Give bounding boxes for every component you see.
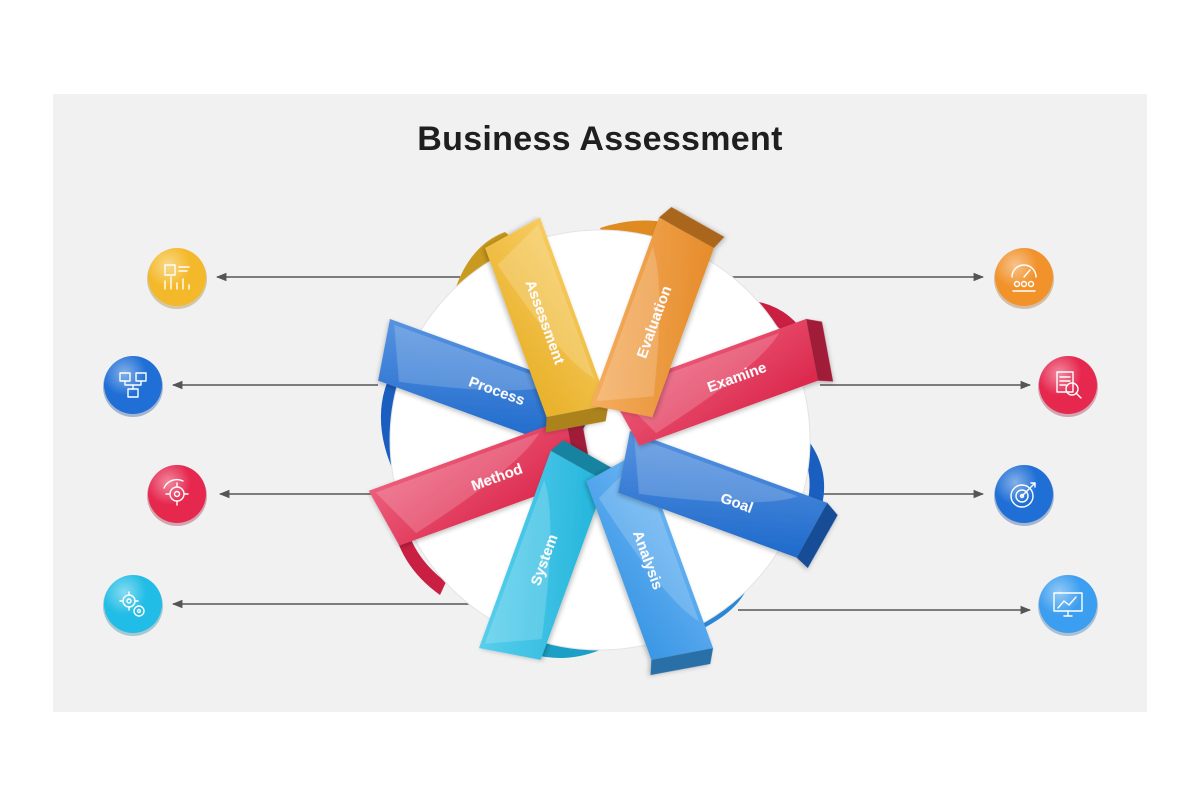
- segment-goal: Goal: [618, 430, 838, 569]
- analysis-icon-bubble: [1038, 575, 1098, 636]
- connector-arrows: [171, 272, 1032, 615]
- system-icon-bubble: [103, 575, 163, 636]
- segment-analysis-fold: [650, 648, 714, 676]
- magnifier-report-icon: [1056, 371, 1082, 399]
- segment-examine-gloss: [615, 332, 780, 434]
- segment-system-fold: [550, 440, 617, 482]
- segment-system-gloss: [484, 480, 551, 644]
- segment-system: System: [478, 440, 617, 660]
- page-title: Business Assessment: [417, 120, 783, 158]
- segment-assessment: Assessment: [485, 217, 609, 433]
- assessment-icon-bubble: [147, 248, 207, 309]
- workflow-icon: [119, 372, 147, 398]
- examine-icon-bubble: [1038, 356, 1098, 417]
- icon-bubbles: [103, 248, 1098, 636]
- segment-analysis: Analysis: [586, 450, 714, 676]
- segment-method-gloss: [375, 432, 540, 534]
- segment-examine: Examine: [608, 318, 834, 446]
- evaluation-icon-bubble: [994, 248, 1054, 309]
- segment-evaluation-fold: [659, 207, 725, 249]
- segment-goal-fold: [796, 502, 838, 569]
- gears-icon: [119, 591, 145, 617]
- segment-assessment-gloss: [497, 224, 595, 379]
- segment-evaluation: Evaluation: [590, 207, 725, 418]
- segment-evaluation-gloss: [596, 246, 660, 402]
- goal-icon-bubble: [994, 465, 1054, 526]
- chart-dashboard-icon: [164, 264, 190, 290]
- segment-process-gloss: [394, 324, 558, 391]
- target-icon: [1010, 482, 1036, 508]
- method-icon-bubble: [147, 465, 207, 526]
- segment-assessment-fold: [545, 405, 609, 433]
- wheel-center-disc: [389, 229, 811, 651]
- segment-analysis-gloss: [598, 457, 700, 622]
- segment-examine-fold: [806, 318, 834, 382]
- segment-goal-gloss: [634, 436, 798, 503]
- monitor-chart-icon: [1053, 592, 1083, 617]
- gear-cycle-icon: [163, 478, 189, 506]
- process-icon-bubble: [103, 356, 163, 417]
- gauge-team-icon: [1011, 264, 1037, 292]
